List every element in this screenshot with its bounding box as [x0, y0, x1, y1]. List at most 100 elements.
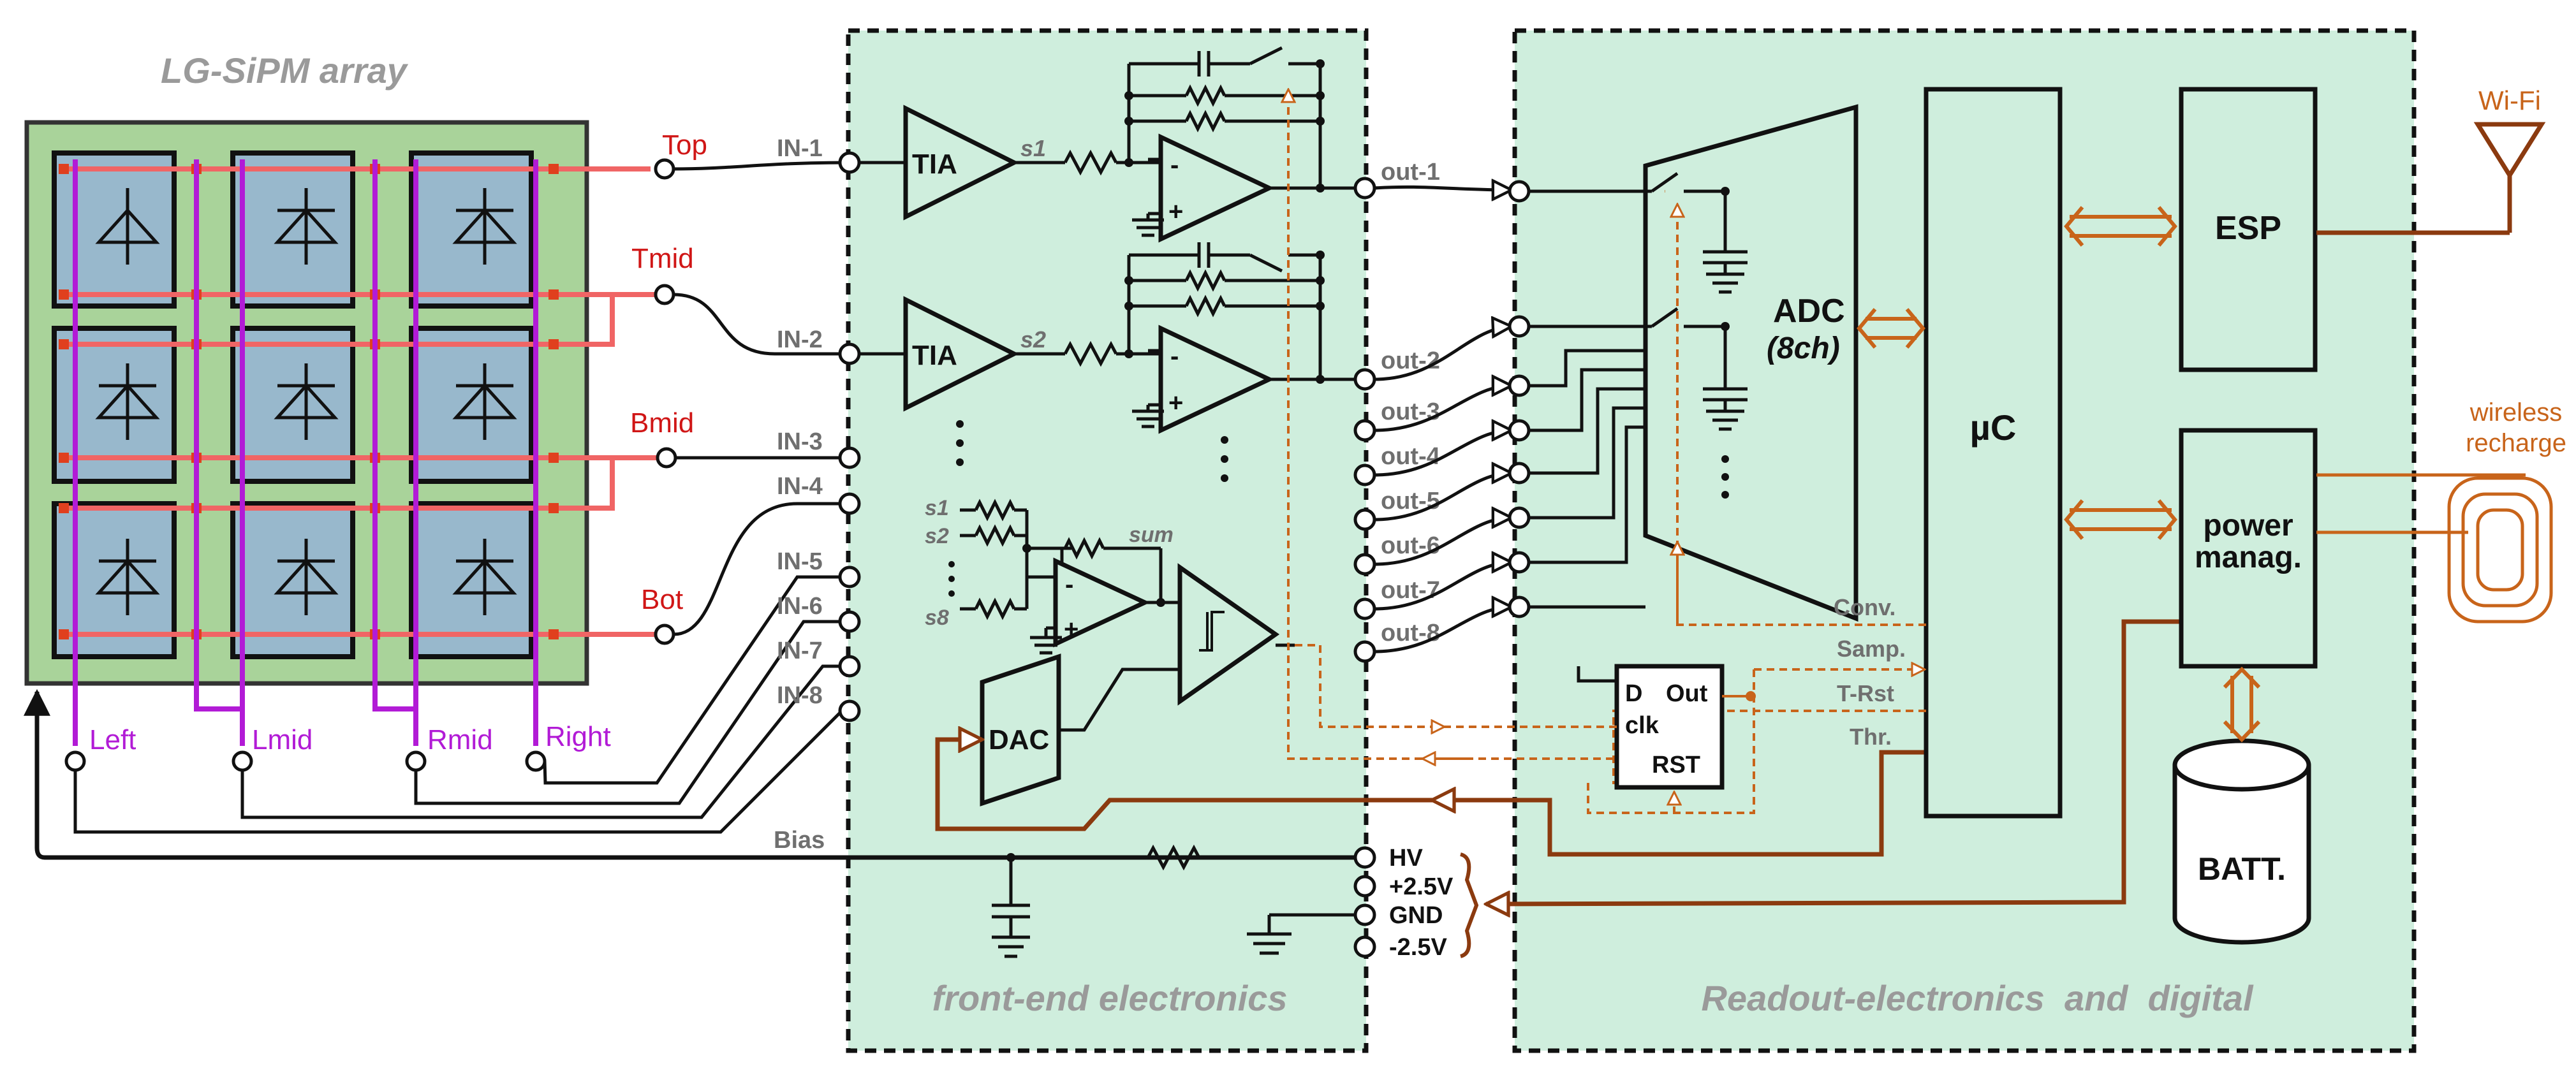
col-label-right: Right	[545, 721, 611, 752]
adc-channels: (8ch)	[1767, 332, 1840, 365]
terminal-bot	[654, 624, 675, 645]
ff-d-input	[1577, 666, 1617, 683]
dac-label: DAC	[989, 724, 1049, 755]
esp-label: ESP	[2215, 210, 2281, 247]
output-label-4: out-4	[1381, 443, 1440, 470]
reset-line	[1288, 89, 1614, 760]
sumamp-plus: +	[1064, 615, 1078, 643]
terminal-tmid	[654, 284, 675, 305]
output-wires	[1374, 187, 1512, 653]
terminal-rmid	[405, 750, 427, 772]
signal-label-s2: s2	[1020, 326, 1046, 353]
frontend-title: front-end electronics	[932, 978, 1288, 1018]
wireless-label-1: wireless	[2469, 398, 2562, 427]
adc-uc-arrow	[1857, 308, 1925, 349]
sum-input-s2: s2	[925, 524, 949, 548]
bias-line	[24, 689, 1362, 860]
photodiode-icon	[274, 539, 339, 615]
dac-block	[980, 653, 1061, 806]
uc-label: µC	[1970, 407, 2017, 448]
hv-filter	[992, 844, 1355, 958]
input-label-8: IN-8	[777, 682, 823, 709]
power-m25: -2.5V	[1389, 934, 1447, 961]
input-label-5: IN-5	[777, 548, 823, 575]
diode-symbols	[95, 188, 517, 615]
sum-input-s1: s1	[925, 496, 949, 520]
array-title: LG-SiPM array	[161, 50, 409, 91]
battery-label: BATT.	[2198, 851, 2286, 887]
wifi-label: Wi-Fi	[2478, 85, 2541, 115]
samp-label: Samp.	[1837, 636, 1906, 662]
pm-label-2: manag.	[2195, 541, 2302, 574]
sipm-cell	[52, 150, 177, 309]
terminal-bmid	[656, 447, 677, 469]
recharge-coil-icon	[2316, 473, 2553, 624]
power-pins	[1353, 846, 1376, 958]
output-label-2: out-2	[1381, 347, 1440, 374]
row-label-bot: Bot	[641, 584, 683, 615]
opamp1-minus: -	[1170, 151, 1179, 179]
power-hv: HV	[1389, 845, 1423, 872]
bias-label: Bias	[774, 827, 825, 854]
terminal-top	[654, 158, 675, 180]
photodiode-icon	[95, 539, 160, 615]
row-label-tmid: Tmid	[631, 243, 694, 274]
esp-block	[2179, 87, 2318, 372]
input-label-7: IN-7	[777, 638, 823, 664]
power-p25: +2.5V	[1389, 873, 1454, 900]
photodiode-icon	[95, 188, 160, 265]
input-label-3: IN-3	[777, 428, 823, 455]
input-wires	[73, 161, 849, 834]
terminal-left	[64, 750, 86, 772]
ff-d: D	[1625, 680, 1642, 707]
output-label-5: out-5	[1381, 488, 1440, 514]
photodiode-icon	[95, 363, 160, 440]
wifi-antenna-icon	[2316, 122, 2546, 235]
uc-esp-arrow	[2064, 206, 2177, 247]
uc-pm-arrow	[2064, 499, 2177, 540]
trigger-line	[1295, 644, 1445, 727]
opamp1-plus: +	[1168, 198, 1183, 226]
adc-label: ADC	[1773, 293, 1845, 330]
ff-clk: clk	[1625, 712, 1660, 739]
signal-label-s1: s1	[1020, 135, 1046, 161]
sipm-cell	[409, 501, 534, 659]
input-label-2: IN-2	[777, 326, 823, 353]
input-terminals	[838, 151, 861, 722]
terminal-right	[525, 750, 547, 772]
photodiode-icon	[452, 363, 517, 440]
column-lines	[73, 159, 538, 746]
readout-title: Readout-electronics and digital	[1701, 978, 2253, 1018]
ff-rst: RST	[1652, 752, 1700, 778]
channel-1	[859, 46, 1355, 243]
input-label-4: IN-4	[777, 473, 823, 500]
junction-dots-2	[1124, 251, 1325, 384]
trst-label: T-Rst	[1837, 680, 1894, 706]
adc-input-terminals	[1508, 180, 1531, 618]
output-label-7: out-7	[1381, 577, 1440, 604]
photodiode-icon	[452, 539, 517, 615]
photodiode-icon	[452, 188, 517, 265]
power-brace	[1459, 852, 1479, 958]
row-label-top: Top	[662, 129, 707, 161]
adc-block	[1643, 104, 1858, 622]
power-management-block	[2179, 428, 2318, 669]
col-label-left: Left	[89, 724, 136, 755]
pm-label-1: power	[2203, 509, 2293, 543]
power-gnd: GND	[1389, 902, 1443, 929]
row-label-bmid: Bmid	[630, 407, 694, 439]
opamp2-minus: -	[1170, 342, 1179, 370]
sipm-cells	[52, 150, 534, 659]
bus-arrows	[1857, 206, 2261, 743]
photodiode-icon	[274, 363, 339, 440]
dac-to-comparator	[1059, 668, 1180, 732]
sample-hold-dots	[1721, 187, 1730, 499]
terminal-lmid	[232, 750, 253, 772]
sum-junctions	[1022, 544, 1165, 607]
pm-batt-arrow	[2223, 666, 2261, 743]
sum-input-s8: s8	[925, 606, 949, 630]
sum-ellipsis	[948, 561, 955, 597]
ellipsis-dots	[956, 420, 1228, 482]
input-label-1: IN-1	[777, 135, 823, 162]
